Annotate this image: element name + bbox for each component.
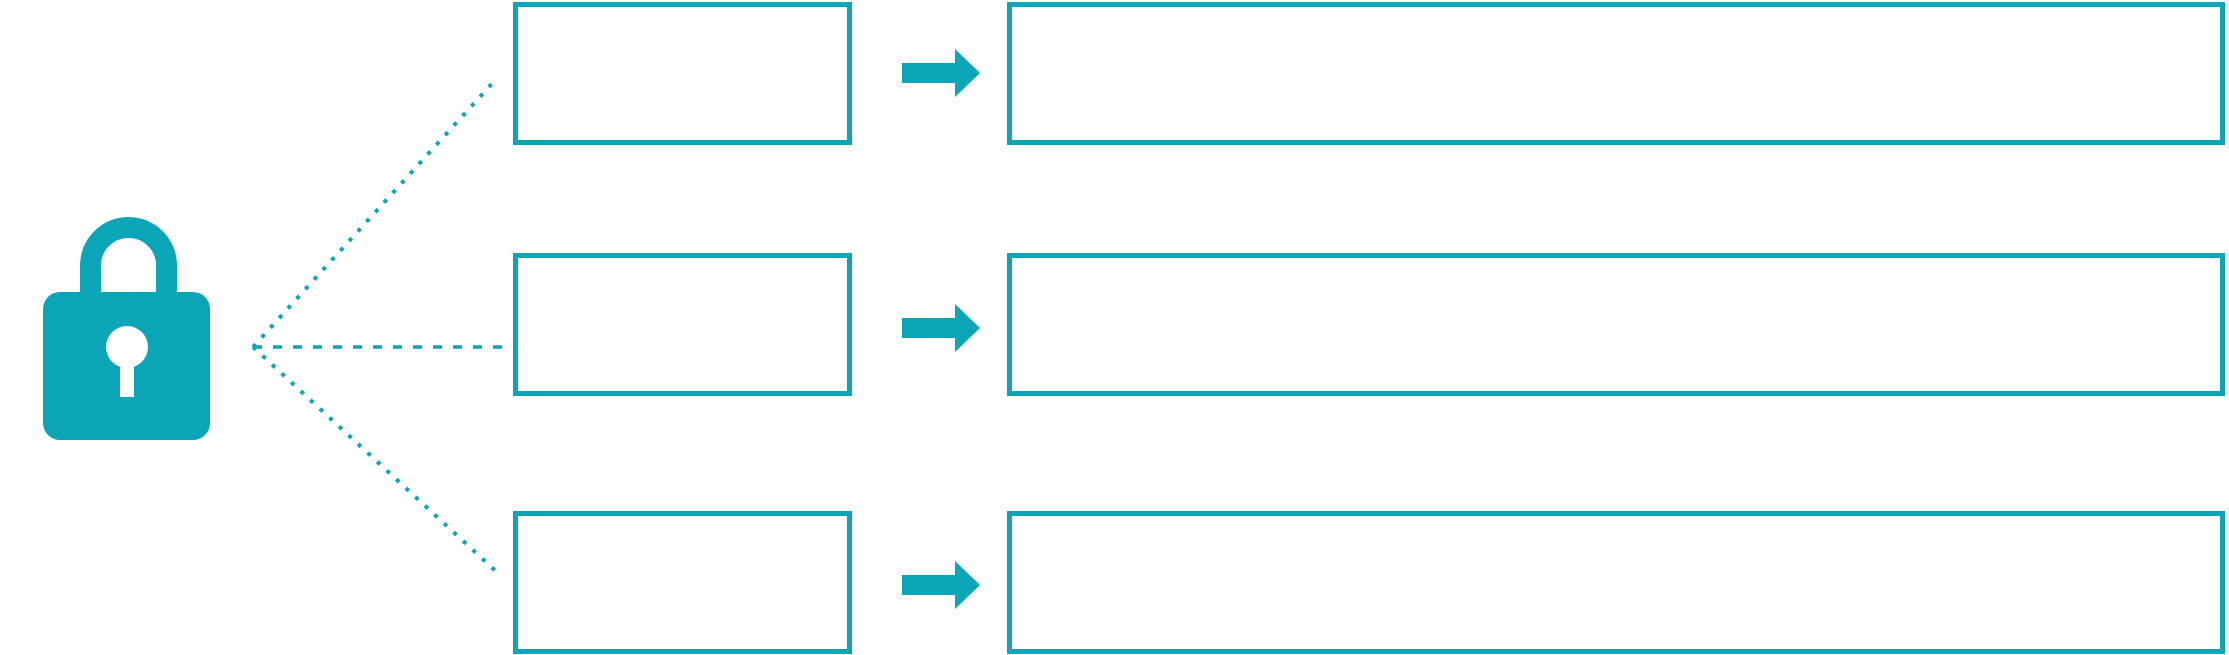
category-box-2[interactable]	[513, 253, 852, 396]
detail-box-3[interactable]	[1007, 511, 2225, 654]
category-box-3[interactable]	[513, 511, 852, 654]
detail-box-1[interactable]	[1007, 2, 2225, 145]
lock-shackle	[80, 217, 177, 302]
detail-box-2[interactable]	[1007, 253, 2225, 396]
dotted-connector-top	[251, 76, 499, 349]
keyhole-stem	[120, 357, 134, 397]
lock-icon	[43, 217, 210, 440]
category-box-1[interactable]	[513, 2, 852, 145]
arrow-right-icon	[902, 561, 980, 609]
arrow-right-icon	[902, 304, 980, 352]
arrow-right-icon	[902, 49, 980, 97]
dotted-connector-bottom	[251, 345, 502, 577]
keyhole-circle	[106, 326, 148, 368]
